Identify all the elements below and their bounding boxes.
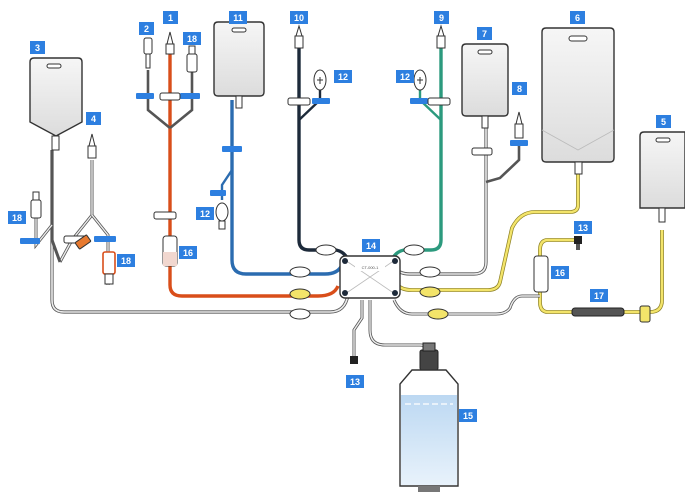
chamber-12-teal [413,69,427,91]
badge-11-text: 11 [233,13,243,23]
badge-10: 10 [290,11,308,24]
badge-10-text: 10 [294,13,304,23]
badge-12c-text: 12 [400,72,410,82]
chamber-12-navy [313,69,327,91]
badge-11: 11 [229,11,247,24]
badge-12a-text: 12 [200,209,210,219]
badge-6: 6 [570,11,585,24]
badge-3-text: 3 [35,43,40,53]
tube-navy [297,35,350,261]
badge-16a: 16 [179,246,197,259]
badge-12b: 12 [334,70,352,83]
port-18-left [30,191,42,219]
tube-gray-left [50,150,350,314]
clamp-orange [74,234,92,250]
bottle-15 [399,342,459,492]
badge-16b: 16 [551,266,569,279]
badge-18a-text: 18 [187,34,197,44]
badge-16a-text: 16 [183,248,193,258]
manifold-hub-14: CT-000-1 [339,255,401,299]
badge-16b-text: 16 [555,268,565,278]
badge-18b-text: 18 [12,213,22,223]
badge-9: 9 [434,11,449,24]
clamps-white [63,92,493,244]
port-18-top [186,45,198,73]
badge-13b-text: 13 [350,377,360,387]
badge-8: 8 [512,82,527,95]
spike-10 [294,24,304,49]
tube-orange [168,50,340,298]
cap-13-bottom [350,356,358,364]
bag-11 [213,21,265,109]
cap-13-top [574,236,582,250]
spike-9 [436,24,446,49]
bag-3 [29,57,83,151]
badge-15: 15 [459,409,477,422]
badge-6-text: 6 [575,13,580,23]
badge-14: 14 [362,239,380,252]
pinch-clamps [289,244,449,320]
badge-2-text: 2 [144,24,149,34]
clamps-blue [20,93,528,244]
badge-12c: 12 [396,70,414,83]
badge-17-text: 17 [594,291,604,301]
badge-5-text: 5 [661,117,666,127]
spike-2 [143,37,153,69]
badge-8-text: 8 [517,84,522,94]
spike-4 [87,133,97,159]
tube-yellow-bag5 [624,230,664,314]
tube-blue [230,100,344,276]
badge-17: 17 [590,289,608,302]
badge-13b: 13 [346,375,364,388]
badge-4-text: 4 [91,114,96,124]
badge-13a-text: 13 [578,223,588,233]
badge-18b: 18 [8,211,26,224]
badge-1-text: 1 [168,13,173,23]
spike-8 [514,111,524,139]
badge-9-text: 9 [439,13,444,23]
tube-teal [390,35,443,261]
bag-7 [461,43,509,129]
badge-12a: 12 [196,207,214,220]
badge-4: 4 [86,112,101,125]
badge-7: 7 [477,27,492,40]
badge-3: 3 [30,41,45,54]
badge-15-text: 15 [463,411,473,421]
port-18-mid [102,251,116,285]
badge-13a: 13 [574,221,592,234]
spike-1 [165,31,175,55]
tube-gray-spike4 [58,160,94,263]
badge-18c: 18 [117,254,135,267]
badge-5: 5 [656,115,671,128]
bag-5 [639,131,685,223]
bag-6 [541,27,615,175]
drip-chamber-16-left [162,235,178,267]
badge-18a: 18 [183,32,201,45]
hub-label: CT-000-1 [362,265,379,270]
badge-7-text: 7 [482,29,487,39]
filter-17 [571,305,651,323]
badge-12b-text: 12 [338,72,348,82]
drip-chamber-16-right [533,255,549,293]
badge-1: 1 [163,11,178,24]
badge-18c-text: 18 [121,256,131,266]
chamber-12-left [215,202,229,230]
badge-2: 2 [139,22,154,35]
label-badges: 1 2 3 4 5 6 7 8 9 10 11 12 12 12 13 13 1… [8,11,671,422]
badge-14-text: 14 [366,241,376,251]
